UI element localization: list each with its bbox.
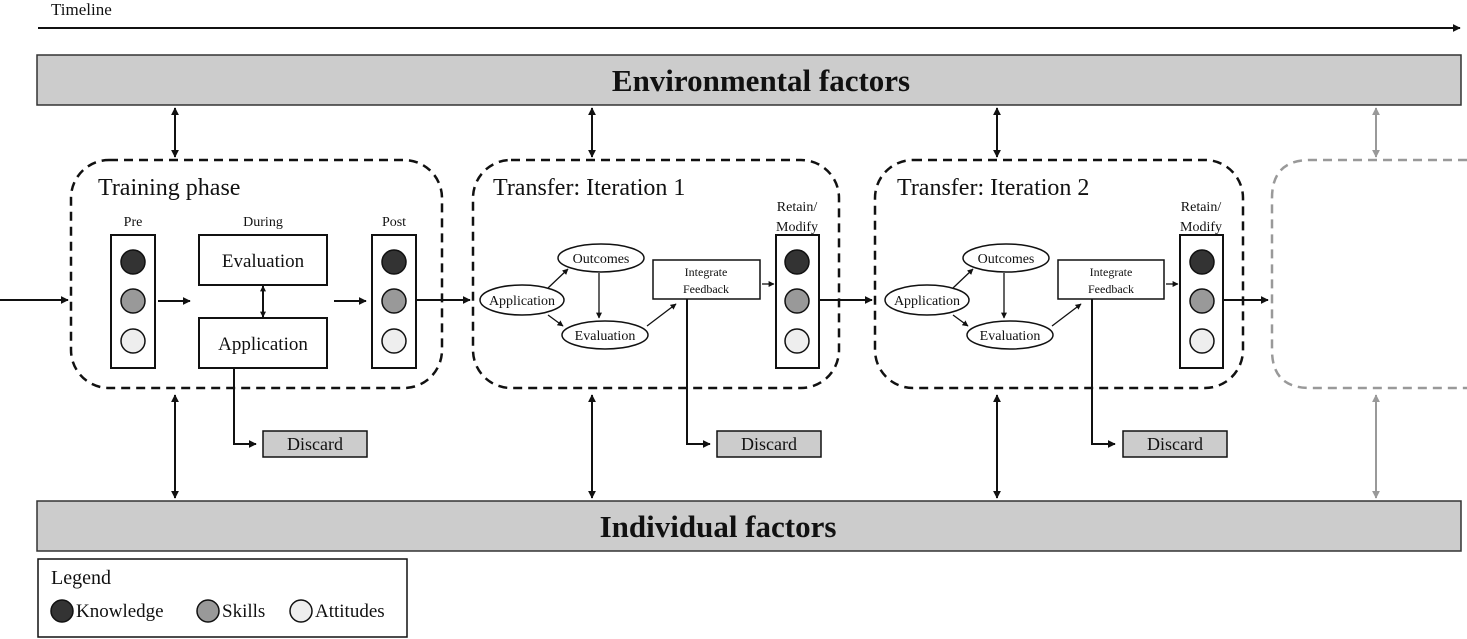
application-to-outcomes-arrow (952, 268, 974, 289)
legend-item-knowledge: Knowledge (50, 599, 164, 623)
evaluation-box (198, 234, 328, 286)
iteration-2-discard-box (1122, 430, 1228, 458)
iteration-1-retain-line1: Retain/ (777, 200, 818, 215)
pre-indicator (110, 234, 156, 369)
iteration-2-outcomes-node (962, 243, 1050, 273)
skills-dot (784, 288, 810, 314)
legend: Legend Knowledge Skills Attitudes (37, 558, 408, 638)
iteration-1-retain-indicator (775, 234, 820, 369)
iteration-1-integrate-box (652, 259, 761, 300)
iteration-2-boundary (873, 158, 1245, 390)
iteration-2-application-label: Application (894, 294, 960, 309)
iteration-1-title: Transfer: Iteration 1 (493, 175, 685, 201)
iteration-1-application-label: Application (489, 294, 555, 309)
individual-connectors (171, 394, 1380, 499)
iteration-1-integrate-line1: Integrate (685, 265, 728, 279)
legend-item-attitudes: Attitudes (289, 599, 385, 623)
iteration-2-integrate-box (1057, 259, 1165, 300)
legend-skills-label: Skills (222, 601, 265, 622)
evaluation-label: Evaluation (222, 251, 305, 272)
training-phase-boundary (69, 158, 444, 390)
attitudes-dot (784, 328, 810, 354)
iteration-1-application-node (479, 284, 565, 316)
training-discard-box (262, 430, 368, 458)
application-to-evaluation-arrow (547, 314, 564, 327)
iteration-1-retain-line2: Modify (776, 220, 818, 235)
iteration-1-discard-label: Discard (741, 434, 797, 454)
skills-swatch (196, 599, 220, 623)
legend-title: Legend (51, 567, 111, 589)
iteration-2-discard-label: Discard (1147, 434, 1203, 454)
iteration-1-integrate-line2: Feedback (683, 282, 729, 296)
skills-dot (381, 288, 407, 314)
knowledge-dot (1189, 249, 1215, 275)
post-indicator (371, 234, 417, 369)
transfer-iteration-2: Transfer: Iteration 2 Application Outcom… (873, 158, 1245, 458)
skills-dot (1189, 288, 1215, 314)
training-discard-label: Discard (287, 434, 343, 454)
pre-label: Pre (124, 215, 143, 230)
iteration-1-evaluation-label: Evaluation (575, 329, 636, 344)
training-phase: Training phase Pre During Post Evaluatio… (69, 158, 444, 458)
iteration-2-title: Transfer: Iteration 2 (897, 175, 1089, 201)
post-label: Post (382, 215, 406, 230)
iteration-1-discard-box (716, 430, 822, 458)
individual-factors-bar: Individual factors (36, 500, 1462, 552)
knowledge-dot (381, 249, 407, 275)
skills-dot (120, 288, 146, 314)
iteration-2-outcomes-label: Outcomes (978, 252, 1035, 267)
knowledge-dot (784, 249, 810, 275)
attitudes-dot (1189, 328, 1215, 354)
environmental-factors-box (36, 54, 1462, 106)
iteration-2-evaluation-node (966, 320, 1054, 350)
environmental-factors-bar: Environmental factors (36, 54, 1462, 106)
future-iteration-boundary (1270, 158, 1467, 390)
iteration-2-retain-line2: Modify (1180, 220, 1222, 235)
evaluation-to-integrate-arrow (1051, 303, 1082, 327)
application-label: Application (218, 334, 308, 355)
iteration-1-evaluation-node (561, 320, 649, 350)
knowledge-swatch (50, 599, 74, 623)
timeline: Timeline (38, 0, 1461, 32)
attitudes-swatch (289, 599, 313, 623)
attitudes-dot (381, 328, 407, 354)
legend-attitudes-label: Attitudes (315, 601, 385, 622)
iteration-1-boundary (471, 158, 841, 390)
iteration-2-retain-indicator (1179, 234, 1224, 369)
transfer-iteration-1: Transfer: Iteration 1 Application Outcom… (471, 158, 841, 458)
evaluation-to-integrate-arrow (646, 303, 677, 327)
during-label: During (243, 215, 283, 230)
application-to-outcomes-arrow (547, 268, 569, 289)
iteration-2-application-node (884, 284, 970, 316)
individual-factors-label: Individual factors (600, 509, 837, 544)
iteration-1-outcomes-label: Outcomes (573, 252, 630, 267)
individual-factors-box (36, 500, 1462, 552)
application-box (198, 317, 328, 369)
knowledge-dot (120, 249, 146, 275)
training-phase-title: Training phase (98, 175, 240, 201)
timeline-label: Timeline (51, 0, 112, 19)
legend-knowledge-label: Knowledge (76, 601, 164, 622)
future-iteration (1270, 158, 1467, 390)
iteration-2-integrate-line1: Integrate (1090, 265, 1133, 279)
legend-item-skills: Skills (196, 599, 265, 623)
iteration-2-integrate-line2: Feedback (1088, 282, 1134, 296)
iteration-2-retain-line1: Retain/ (1181, 200, 1222, 215)
iteration-2-discard-arrow (1091, 299, 1116, 448)
legend-box (37, 558, 408, 638)
application-to-evaluation-arrow (952, 314, 969, 327)
iteration-1-discard-arrow (686, 299, 711, 448)
attitudes-dot (120, 328, 146, 354)
environmental-factors-label: Environmental factors (612, 63, 910, 98)
iteration-2-evaluation-label: Evaluation (980, 329, 1041, 344)
training-discard-arrow (233, 368, 257, 448)
iteration-1-outcomes-node (557, 243, 645, 273)
environment-connectors (171, 107, 1380, 158)
